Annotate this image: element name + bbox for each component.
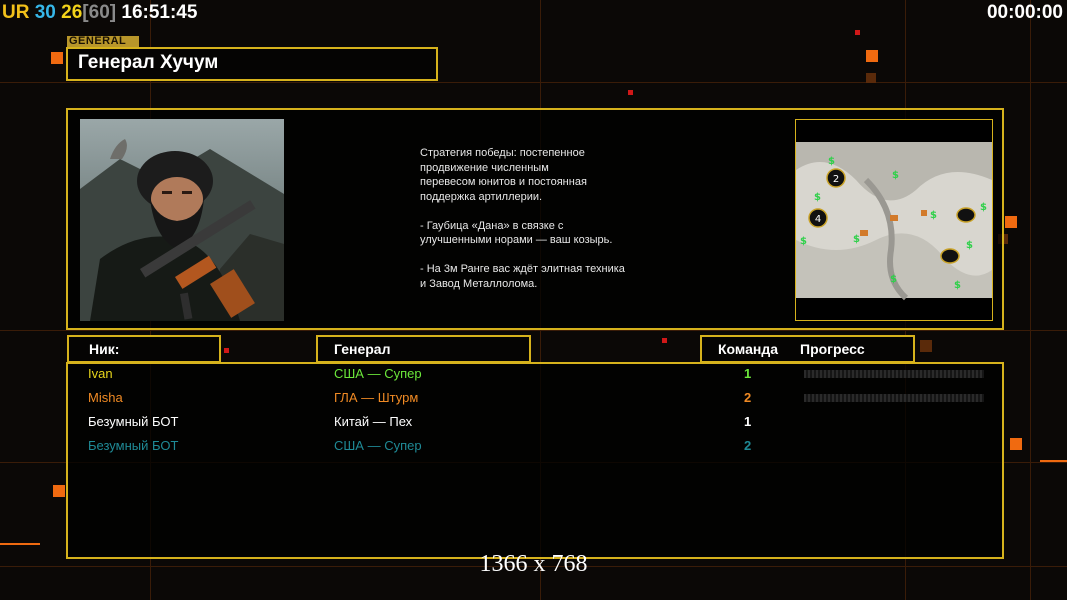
column-header-nick: Ник: <box>67 335 221 363</box>
fps-average: 26 <box>55 2 83 23</box>
player-progress-bar <box>804 370 984 378</box>
start-position-2: 2 <box>833 174 839 185</box>
general-portrait <box>80 119 284 321</box>
player-nick: Ivan <box>88 366 113 381</box>
fps-mode: UR <box>2 2 30 23</box>
svg-text:$: $ <box>980 202 987 213</box>
player-nick: Безумный БОТ <box>88 414 179 429</box>
general-title-box: Генерал Хучум <box>66 47 438 81</box>
player-nick: Безумный БОТ <box>88 438 179 453</box>
player-team: 2 <box>744 438 752 453</box>
player-general: США — Супер <box>334 366 422 381</box>
player-general: США — Супер <box>334 438 422 453</box>
svg-text:$: $ <box>954 280 961 291</box>
player-progress-bar <box>804 394 984 402</box>
svg-text:$: $ <box>966 240 973 251</box>
clock: 16:51:45 <box>116 2 198 23</box>
column-header-general: Генерал <box>316 335 531 363</box>
general-tag: GENERAL <box>67 36 139 47</box>
player-row: Безумный БОТ США — Супер 2 <box>68 436 1002 460</box>
start-position-4: 4 <box>815 214 821 225</box>
general-info-panel: Стратегия победы: постепенное продвижени… <box>66 108 1004 330</box>
svg-text:$: $ <box>828 156 835 167</box>
column-header-general-label: Генерал <box>334 341 391 357</box>
svg-text:$: $ <box>892 170 899 181</box>
svg-text:$: $ <box>930 210 937 221</box>
fps-limit: [60] <box>82 2 117 23</box>
column-header-team-label: Команда <box>718 341 778 357</box>
player-row: Misha ГЛА — Штурм 2 <box>68 388 1002 412</box>
player-team: 1 <box>744 366 752 381</box>
fps-current: 30 <box>29 2 56 23</box>
player-general: Китай — Пех <box>334 414 413 429</box>
column-header-team-progress: Команда Прогресс <box>700 335 915 363</box>
player-row: Безумный БОТ Китай — Пех 1 <box>68 412 1002 436</box>
svg-text:$: $ <box>853 234 860 245</box>
fps-readout: UR 30 26[60] 16:51:45 <box>2 2 197 24</box>
svg-text:$: $ <box>814 192 821 203</box>
player-nick: Misha <box>88 390 123 405</box>
strategy-description: Стратегия победы: постепенное продвижени… <box>420 147 625 290</box>
resolution-label: 1366 x 768 <box>479 551 588 577</box>
map-preview[interactable]: 2 4 $ $ $ $ $ $ $ $ $ $ <box>795 119 993 321</box>
column-header-progress-label: Прогресс <box>800 341 865 357</box>
players-list: Ivan США — Супер 1 Misha ГЛА — Штурм 2 Б… <box>66 362 1004 559</box>
column-header-nick-label: Ник: <box>89 341 120 357</box>
svg-text:$: $ <box>890 274 897 285</box>
player-row: Ivan США — Супер 1 <box>68 364 1002 388</box>
player-team: 2 <box>744 390 752 405</box>
general-title: Генерал Хучум <box>78 52 219 73</box>
svg-text:$: $ <box>800 236 807 247</box>
player-general: ГЛА — Штурм <box>334 390 419 405</box>
player-team: 1 <box>744 414 752 429</box>
game-timer: 00:00:00 <box>986 2 1063 23</box>
